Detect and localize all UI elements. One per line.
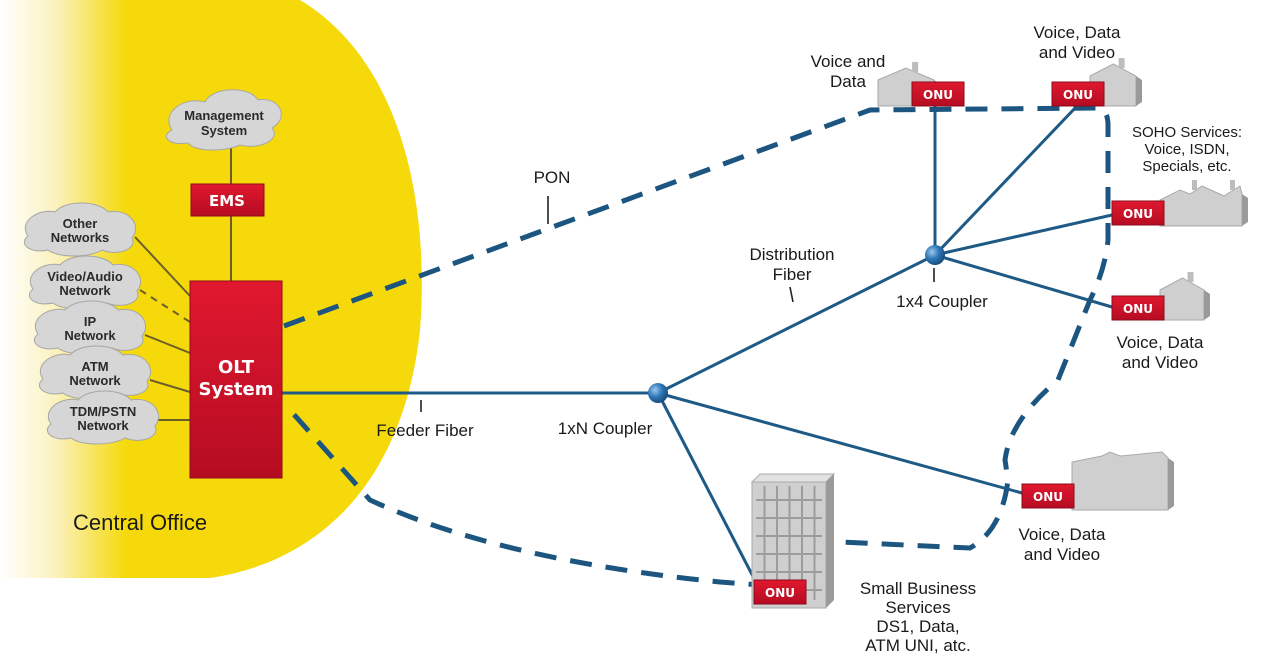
onu-service-label: SOHO Services:	[1132, 124, 1242, 141]
onu-service-label: and Video	[1039, 43, 1115, 62]
cloud-shape	[33, 300, 147, 355]
onu-label: ONU	[765, 586, 795, 600]
onu-service-label: Voice, Data	[1034, 23, 1121, 42]
distribution-fiber-label-line1: Distribution	[749, 245, 834, 264]
pon-label: PON	[534, 168, 571, 187]
onu-box: ONU	[1021, 483, 1075, 509]
network-cloud-label: Network	[59, 283, 111, 298]
network-clouds: OtherNetworksVideo/AudioNetworkIPNetwork…	[23, 202, 160, 445]
management-system-label-line2: System	[201, 123, 247, 138]
coupler-1xn-icon	[648, 383, 668, 403]
coupler-1x4-icon	[925, 245, 945, 265]
onu-label: ONU	[923, 88, 953, 102]
onu-box: ONU	[1111, 295, 1165, 321]
central-office-label: Central Office	[73, 510, 207, 535]
pon-ring	[283, 105, 1111, 588]
network-cloud-label: Network	[77, 418, 129, 433]
network-cloud-label: Network	[69, 373, 121, 388]
olt-system-box: OLT System	[189, 280, 283, 479]
onu-service-label: DS1, Data,	[876, 617, 959, 636]
onu-service-label: Voice, ISDN,	[1144, 141, 1229, 158]
network-cloud-label: IP	[84, 314, 97, 329]
coupler-1xn-label: 1xN Coupler	[558, 419, 653, 438]
onu-box: ONU	[1111, 200, 1165, 226]
house-building-icon	[1159, 272, 1210, 321]
distribution-fiber-label-line2: Fiber	[773, 265, 812, 284]
network-cloud-label: Networks	[51, 230, 110, 245]
onu-site-soho: ONU SOHO Services:Voice, ISDN,Specials, e…	[1111, 124, 1248, 227]
management-system-label-line1: Management	[184, 108, 264, 123]
double-house-building-icon	[1159, 180, 1248, 227]
network-cloud-label: Other	[63, 216, 98, 231]
onu-label: ONU	[1123, 302, 1153, 316]
olt-label-line1: OLT	[218, 357, 255, 378]
onu-service-label: Services	[885, 598, 950, 617]
cloud-shape	[38, 345, 152, 400]
cloud-shape	[23, 202, 137, 257]
onu-service-label: Specials, etc.	[1142, 158, 1231, 175]
onu-box: ONU	[911, 81, 965, 107]
management-system-cloud: Management System	[166, 89, 282, 151]
onu-service-label: Voice, Data	[1019, 525, 1106, 544]
fiber-links	[282, 104, 1113, 591]
onu-label: ONU	[1033, 490, 1063, 504]
cloud-shape	[46, 390, 160, 445]
onu-box: ONU	[753, 579, 807, 605]
factory-building-icon	[1071, 451, 1174, 511]
onu-box: ONU	[1051, 81, 1105, 107]
onu-service-label: ATM UNI, atc.	[865, 636, 970, 655]
network-cloud-label: Network	[64, 328, 116, 343]
feeder-fiber-label: Feeder Fiber	[376, 421, 474, 440]
network-cloud-label: TDM/PSTN	[70, 404, 136, 419]
cloud-shape	[28, 255, 142, 310]
onu-service-label: Data	[830, 72, 866, 91]
onu-service-label: and Video	[1122, 353, 1198, 372]
co-cables	[134, 140, 232, 421]
network-cloud-label: ATM	[81, 359, 108, 374]
distribution-fiber	[657, 253, 936, 395]
onu-service-label: Voice and	[811, 52, 886, 71]
onu-service-label: Small Business	[860, 579, 976, 598]
ems-box: EMS	[190, 183, 265, 217]
olt-label-line2: System	[199, 379, 274, 400]
onu-label: ONU	[1063, 88, 1093, 102]
onu-service-label: Voice, Data	[1117, 333, 1204, 352]
ems-label: EMS	[209, 192, 245, 210]
network-cloud-label: Video/Audio	[47, 269, 123, 284]
onu-label: ONU	[1123, 207, 1153, 221]
coupler-1x4-label: 1x4 Coupler	[896, 292, 988, 311]
onu-service-label: and Video	[1024, 545, 1100, 564]
